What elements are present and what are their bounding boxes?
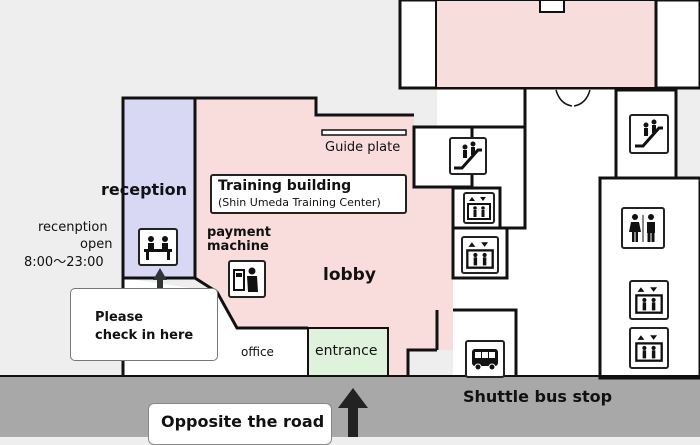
training-building-sign: Training building (Shin Umeda Training C… (210, 174, 407, 214)
upper-stair (654, 0, 700, 90)
elevator-icon-2 (461, 236, 499, 274)
building-subtitle: (Shin Umeda Training Center) (218, 196, 381, 209)
lobby-label: lobby (323, 265, 376, 285)
guide-plate-label: Guide plate (325, 140, 401, 155)
opposite-road-box: Opposite the road (148, 403, 332, 445)
elevator-icon-right-1 (629, 280, 669, 320)
elevator-icon-right-2 (629, 327, 669, 369)
walls (0, 88, 700, 377)
guide-plate-bar (321, 129, 407, 136)
office-label: office (241, 345, 274, 359)
shuttle-bus-stop-label: Shuttle bus stop (463, 387, 613, 406)
payment-machine-icon (228, 260, 266, 298)
reception-hours-line1: recenption (38, 220, 108, 235)
restroom-icon (621, 207, 665, 249)
check-in-callout: Please check in here (70, 288, 218, 361)
reception-hours-line3: 8:00～23:00 (24, 255, 104, 270)
entrance-area (307, 327, 389, 377)
reception-arrow-icon (153, 268, 167, 290)
upper-building-interior (435, 0, 657, 89)
reception-label: reception (101, 180, 188, 199)
reception-hours-line2: open (80, 237, 113, 252)
arrow-up-icon (338, 388, 368, 437)
top-elevator-icon (539, 0, 565, 13)
lobby-area (195, 98, 453, 376)
check-in-text: Please check in here (95, 310, 194, 343)
building-title: Training building (218, 178, 352, 194)
bus-icon (465, 340, 505, 378)
escalator-icon (449, 137, 487, 175)
payment-machine-label: payment machine (207, 225, 271, 255)
escalator-icon-right (629, 114, 669, 154)
reception-desk-icon (138, 228, 178, 266)
door-swing (555, 89, 591, 107)
entrance-label: entrance (315, 343, 378, 359)
opposite-road-label: Opposite the road (161, 412, 325, 431)
elevator-icon (463, 192, 495, 224)
